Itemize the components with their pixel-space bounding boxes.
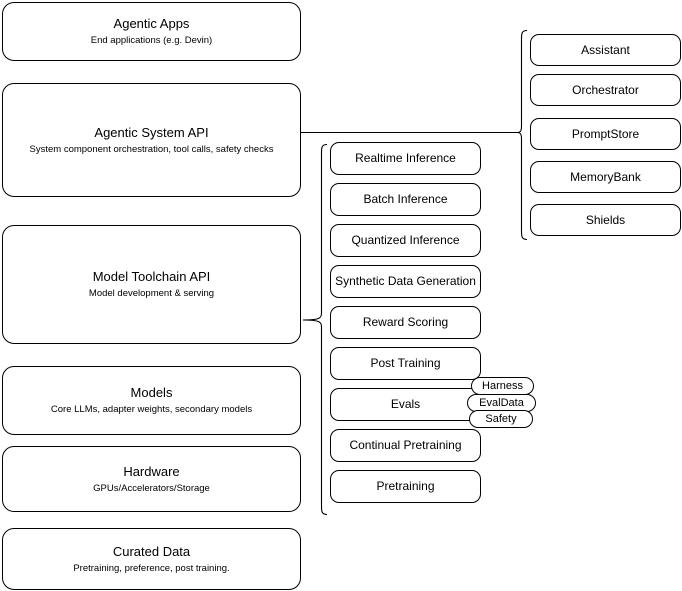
layer-title: Curated Data [112,543,191,559]
layer-title: Hardware [123,463,180,479]
capability-synthetic-data-generation[interactable]: Synthetic Data Generation [330,265,481,298]
component-label: Shields [585,212,626,227]
layer-title: Models [130,385,173,400]
component-memorybank[interactable]: MemoryBank [530,161,681,193]
capability-quantized-inference[interactable]: Quantized Inference [330,224,481,257]
evals-badge-harness[interactable]: Harness [471,377,534,395]
capability-realtime-inference[interactable]: Realtime Inference [330,142,481,175]
capability-label: Reward Scoring [362,315,449,329]
layer-subtitle: Pretraining, preference, post training. [73,562,230,574]
capability-label: Evals [390,397,421,411]
capability-batch-inference[interactable]: Batch Inference [330,183,481,216]
layer-subtitle: End applications (e.g. Devin) [90,35,213,46]
layer-hardware[interactable]: Hardware GPUs/Accelerators/Storage [2,446,301,512]
component-label: PromptStore [571,126,640,141]
layer-model-toolchain-api[interactable]: Model Toolchain API Model development & … [2,225,301,344]
capability-label: Realtime Inference [355,151,456,165]
component-promptstore[interactable]: PromptStore [530,118,681,150]
capability-label: Quantized Inference [351,233,460,247]
evals-badge-safety[interactable]: Safety [469,410,533,428]
capability-evals[interactable]: Evals [330,388,481,421]
component-label: Assistant [581,42,630,57]
layer-models[interactable]: Models Core LLMs, adapter weights, secon… [2,366,301,435]
layer-curated-data[interactable]: Curated Data Pretraining, preference, po… [2,528,301,590]
capability-label: Synthetic Data Generation [335,274,476,288]
layer-subtitle: Model development & serving [88,288,215,299]
capability-post-training[interactable]: Post Training [330,347,481,380]
capability-reward-scoring[interactable]: Reward Scoring [330,306,481,339]
capability-label: Post Training [370,356,441,370]
component-label: MemoryBank [570,169,641,184]
layer-title: Model Toolchain API [92,269,211,284]
component-label: Orchestrator [572,82,639,97]
capability-label: Pretraining [376,479,435,493]
capability-label: Continual Pretraining [349,438,462,452]
component-orchestrator[interactable]: Orchestrator [530,74,681,106]
component-shields[interactable]: Shields [530,204,681,236]
bracket-toolchain-capabilities [302,143,328,516]
layer-subtitle: Core LLMs, adapter weights, secondary mo… [50,404,253,415]
component-assistant[interactable]: Assistant [530,34,681,66]
bracket-system-components [516,29,528,241]
layer-title: Agentic Apps [113,16,190,31]
layer-subtitle: GPUs/Accelerators/Storage [93,482,210,494]
capability-label: Batch Inference [363,192,448,206]
layer-subtitle: System component orchestration, tool cal… [29,143,274,155]
capability-continual-pretraining[interactable]: Continual Pretraining [330,429,481,462]
layer-agentic-system-api[interactable]: Agentic System API System component orch… [2,83,301,197]
capability-pretraining[interactable]: Pretraining [330,470,481,503]
layer-agentic-apps[interactable]: Agentic Apps End applications (e.g. Devi… [2,2,301,61]
layer-title: Agentic System API [94,124,209,140]
